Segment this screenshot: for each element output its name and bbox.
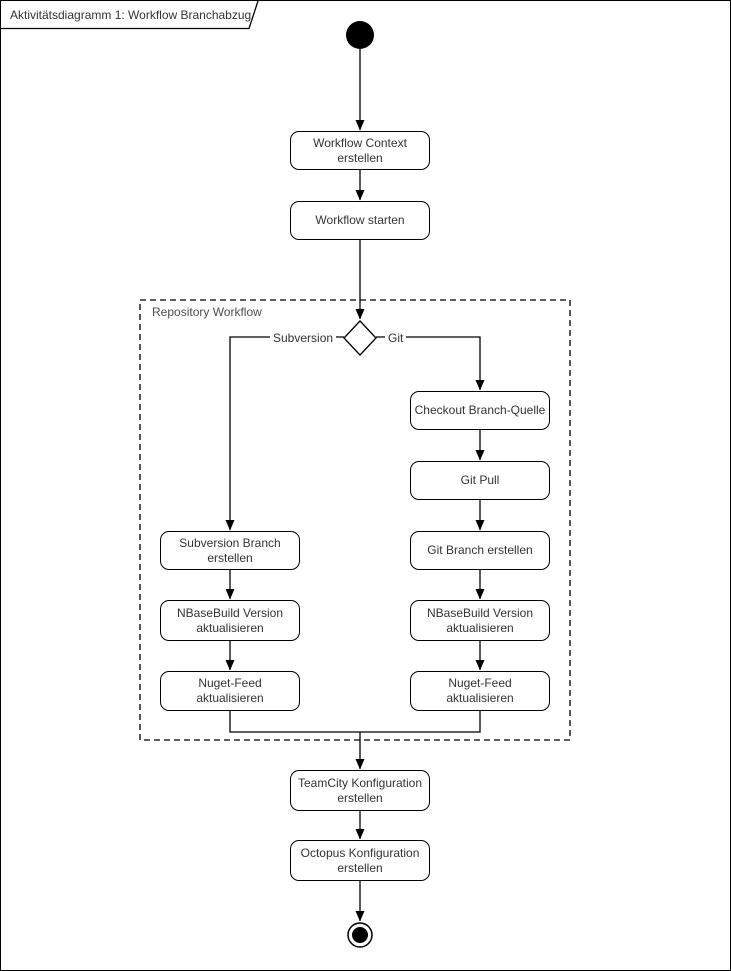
node-workflow-context: Workflow Context erstellen — [290, 131, 430, 170]
repository-workflow-label: Repository Workflow — [152, 305, 262, 319]
repository-workflow-container — [139, 299, 571, 741]
node-git-branch-erstellen: Git Branch erstellen — [410, 531, 550, 570]
decision-diamond-icon — [343, 320, 377, 356]
node-nuget-feed-right: Nuget-Feed aktualisieren — [410, 671, 550, 711]
node-checkout-branch-quelle: Checkout Branch-Quelle — [410, 391, 550, 430]
final-node-icon — [347, 922, 373, 948]
edge-merge-branches — [229, 710, 481, 733]
edge-decision-subversion — [225, 336, 344, 531]
node-workflow-starten: Workflow starten — [290, 201, 430, 240]
node-git-pull: Git Pull — [410, 461, 550, 500]
edge-label-git: Git — [385, 331, 407, 345]
node-nuget-feed-left: Nuget-Feed aktualisieren — [160, 671, 300, 711]
node-octopus-konfiguration: Octopus Konfiguration erstellen — [290, 840, 430, 881]
node-nbasebuild-version-left: NBaseBuild Version aktualisieren — [160, 600, 300, 641]
title-tab-outline — [1, 1, 259, 30]
node-subversion-branch-erstellen: Subversion Branch erstellen — [160, 531, 300, 570]
node-teamcity-konfiguration: TeamCity Konfiguration erstellen — [290, 770, 430, 811]
node-nbasebuild-version-right: NBaseBuild Version aktualisieren — [410, 600, 550, 641]
initial-node-icon — [346, 21, 374, 49]
edge-label-subversion: Subversion — [270, 331, 337, 345]
diagram-title: Aktivitätsdiagramm 1: Workflow Branchabz… — [10, 7, 252, 22]
edge-decision-git — [376, 336, 485, 391]
